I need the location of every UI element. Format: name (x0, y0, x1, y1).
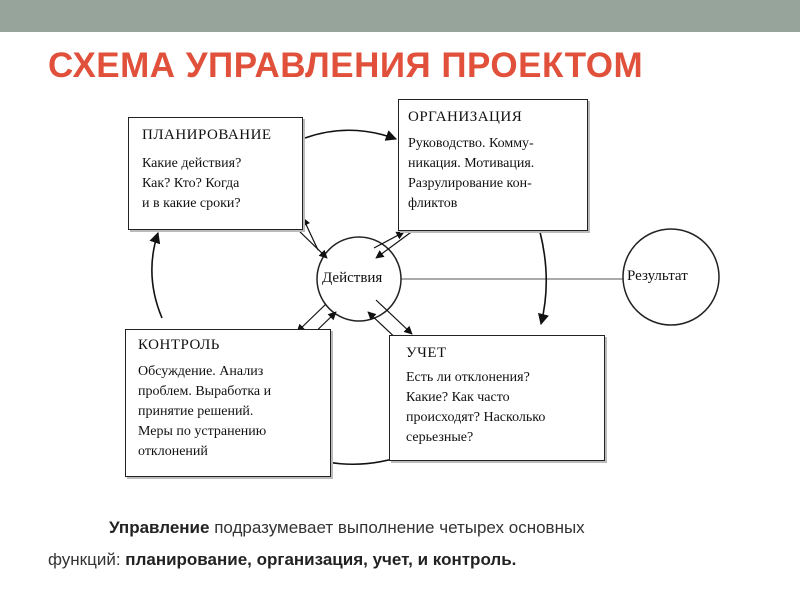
arrow-actions-plan-b (295, 227, 328, 259)
arrow-plan-to-org (304, 129, 398, 141)
planning-box: ПЛАНИРОВАНИЕ Какие действия? Как? Кто? К… (128, 117, 303, 230)
arrow-actions-org-b (375, 229, 415, 259)
planning-title: ПЛАНИРОВАНИЕ (142, 127, 272, 143)
planning-line: и в какие сроки? (142, 196, 241, 211)
control-line: принятие решений. (138, 404, 254, 419)
actions-label: Действия (322, 270, 383, 286)
accounting-title: УЧЕТ (406, 345, 447, 361)
organization-line: Руководство. Комму- (408, 136, 534, 151)
arrow-actions-plan-a (302, 217, 319, 251)
result-circle (622, 228, 720, 326)
arrow-actions-acct-a (375, 299, 413, 335)
accounting-line: происходят? Насколько (406, 410, 546, 425)
control-title: КОНТРОЛЬ (138, 337, 220, 353)
organization-line: никация. Мотивация. (408, 156, 535, 171)
accounting-box: УЧЕТ Есть ли отклонения? Какие? Как част… (389, 335, 605, 461)
control-line: Меры по устранению (138, 424, 267, 439)
top-bar (0, 0, 800, 32)
accounting-line: Есть ли отклонения? (406, 370, 530, 385)
arrow-ctrl-to-plan (149, 231, 163, 319)
control-box: КОНТРОЛЬ Обсуждение. Анализ проблем. Выр… (125, 329, 331, 477)
accounting-line: серьезные? (406, 430, 474, 445)
caption-text: подразумевает выполнение четырех основны… (209, 518, 585, 537)
organization-line: Разрулирование кон- (408, 176, 532, 191)
control-line: проблем. Выработка и (138, 384, 272, 399)
organization-line: фликтов (408, 196, 458, 211)
planning-line: Какие действия? (142, 156, 242, 171)
accounting-line: Какие? Как часто (406, 390, 510, 405)
arrow-actions-org-a (373, 231, 405, 249)
caption-prefix: функций: (48, 550, 126, 569)
arrow-actions-ctrl-a (296, 303, 327, 333)
caption-bold-functions: планирование, организация, учет, и контр… (125, 550, 517, 569)
caption-line-2: функций: планирование, организация, учет… (48, 550, 516, 570)
caption-bold-term: Управление (109, 518, 210, 537)
control-line: Обсуждение. Анализ (138, 364, 264, 379)
control-line: отклонений (138, 444, 208, 459)
result-label: Результат (627, 268, 688, 284)
organization-title: ОРГАНИЗАЦИЯ (408, 109, 523, 125)
caption-line-1: Управление подразумевает выполнение четы… (109, 518, 585, 538)
arrow-org-to-acct (538, 231, 549, 326)
planning-line: Как? Кто? Когда (142, 176, 240, 191)
organization-box: ОРГАНИЗАЦИЯ Руководство. Комму- никация.… (398, 99, 588, 231)
slide-title: СХЕМА УПРАВЛЕНИЯ ПРОЕКТОМ (48, 46, 644, 85)
